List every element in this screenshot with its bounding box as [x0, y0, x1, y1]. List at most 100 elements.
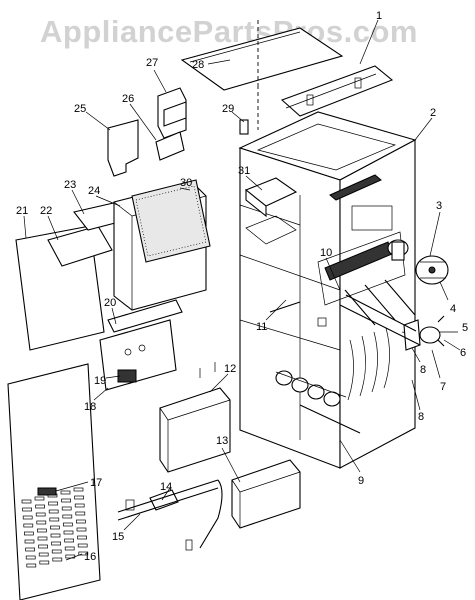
louver-slot — [49, 517, 60, 522]
part-label-6: 6 — [460, 347, 466, 359]
louver-slot — [37, 536, 48, 541]
part-label-9: 9 — [358, 475, 364, 487]
part-label-12: 12 — [224, 363, 236, 375]
louver-slot — [77, 543, 88, 548]
burner-assembly-9 — [299, 404, 361, 434]
panel-11 — [269, 301, 301, 313]
part-label-25: 25 — [74, 103, 86, 115]
louver-slot — [62, 514, 73, 519]
part-label-31: 31 — [238, 165, 250, 177]
part-label-27: 27 — [146, 57, 158, 69]
louver-slot — [24, 539, 35, 544]
part-label-3: 3 — [436, 200, 442, 212]
leader-lines — [23, 19, 461, 561]
louver-slot — [64, 538, 74, 543]
part-label-29: 29 — [222, 103, 234, 115]
part-label-8b: 8 — [418, 411, 424, 423]
panel-22 — [47, 225, 113, 267]
louver-slot — [61, 498, 71, 503]
louver-slot — [48, 509, 59, 514]
part-label-11: 11 — [256, 321, 267, 333]
louver-slot — [51, 549, 62, 554]
part-label-7: 7 — [440, 381, 446, 393]
part-label-14: 14 — [160, 481, 172, 493]
part-label-19: 19 — [94, 375, 106, 387]
louver-slot — [39, 560, 50, 565]
part-label-4: 4 — [450, 303, 456, 315]
manifold-15 — [117, 479, 223, 551]
louver-slot — [22, 507, 32, 512]
part-label-20: 20 — [104, 297, 116, 309]
module-31 — [244, 177, 298, 245]
top-cover-1 — [280, 65, 394, 117]
louver-slot — [73, 487, 84, 492]
louver-slot — [48, 501, 58, 506]
part-label-13: 13 — [216, 435, 228, 447]
part-label-15: 15 — [112, 531, 124, 543]
louver-slot — [77, 535, 87, 540]
louver-slot — [61, 506, 72, 511]
control-module-19 — [117, 369, 137, 383]
louver-slot — [74, 503, 85, 508]
part-label-24: 24 — [88, 185, 100, 197]
heat-exchanger-10 — [344, 279, 416, 326]
louver-slot — [75, 511, 86, 516]
part-labels: 1 2 3 4 5 6 7 8 8 9 10 11 12 13 14 15 16… — [16, 10, 468, 563]
louver-slot — [37, 528, 47, 533]
part-label-26: 26 — [122, 93, 134, 105]
louver-slot — [22, 515, 33, 520]
gas-valve-4 — [415, 255, 449, 285]
louver-slot — [74, 495, 84, 500]
top-panel-28 — [180, 27, 344, 91]
part-label-5: 5 — [462, 322, 468, 334]
rail-13 — [231, 459, 301, 529]
louver-slot — [38, 552, 49, 557]
control-box-18 — [99, 319, 177, 391]
part-label-22: 22 — [40, 205, 52, 217]
bracket-26 — [155, 131, 185, 161]
part-label-16: 16 — [84, 551, 96, 563]
part-label-23: 23 — [64, 179, 76, 191]
louver-slot — [35, 512, 46, 517]
louver-slot — [50, 533, 61, 538]
control-panel-20 — [107, 299, 183, 333]
filter-30 — [131, 179, 211, 263]
louver-slot — [23, 523, 34, 528]
watermark: AppliancePartsPros.com — [40, 14, 418, 49]
sensor-6 — [437, 315, 445, 347]
part-label-30: 30 — [180, 177, 192, 189]
louver-slot — [76, 519, 86, 524]
rail-12 — [159, 387, 231, 473]
part-label-8a: 8 — [420, 364, 426, 376]
louver-slot — [34, 496, 45, 501]
lower-door-16 — [7, 363, 101, 600]
part-label-18: 18 — [84, 401, 96, 413]
part-label-21: 21 — [16, 205, 28, 217]
louver-slot — [78, 551, 89, 556]
louver-slot — [25, 547, 35, 552]
part-label-17: 17 — [90, 477, 102, 489]
clip-29 — [239, 119, 249, 135]
louver-slot — [21, 499, 32, 504]
part-label-1: 1 — [376, 10, 382, 22]
louver-slot — [35, 504, 45, 509]
louver-slot — [26, 563, 37, 568]
louver-slot — [52, 557, 63, 562]
part-label-28: 28 — [192, 59, 204, 71]
bracket-7 — [403, 319, 421, 351]
louver-slot — [38, 544, 48, 549]
louver-slot — [76, 527, 87, 532]
bracket-27 — [157, 87, 187, 139]
burner-8 — [339, 294, 421, 346]
louver-slot — [50, 525, 60, 530]
louver-slot — [24, 531, 34, 536]
part-label-2: 2 — [430, 107, 436, 119]
louver-slot — [36, 520, 47, 525]
louver-slot — [51, 541, 61, 546]
louver-slot — [63, 530, 74, 535]
pressure-switch-3 — [387, 239, 409, 261]
louver-slot — [60, 490, 71, 495]
louver-slot — [64, 546, 75, 551]
part-label-10: 10 — [320, 247, 332, 259]
